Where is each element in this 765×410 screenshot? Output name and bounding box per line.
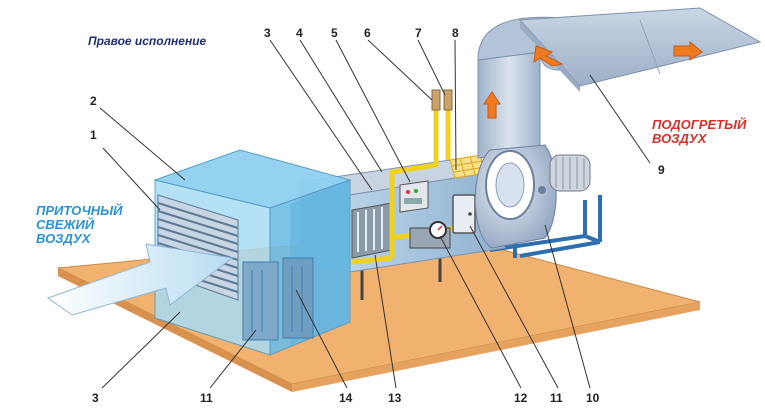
callout-11-filter: 11 (200, 391, 213, 405)
callout-5: 5 (331, 26, 338, 40)
intake-label-line-1: ПРИТОЧНЫЙ (36, 203, 123, 218)
callout-9: 9 (658, 163, 665, 177)
centrifugal-fan (474, 144, 557, 249)
cabinet-legs (360, 258, 442, 300)
callout-4: 4 (296, 26, 303, 40)
leader-lines (99, 39, 651, 389)
heated-label-line-2: ВОЗДУХ (652, 131, 707, 146)
callout-6: 6 (364, 26, 371, 40)
control-panel (399, 180, 429, 213)
burner-unit (409, 221, 451, 249)
fan-motor (549, 154, 591, 192)
callout-8: 8 (452, 26, 459, 40)
inspection-door (452, 194, 476, 234)
callout-2: 2 (90, 94, 97, 108)
callout-3-intake: 3 (92, 391, 99, 405)
chimney-pipes (431, 89, 453, 111)
callout-12: 12 (514, 391, 528, 405)
callout-3-heater: 3 (264, 26, 271, 40)
intake-arrow (46, 243, 234, 316)
diagram-title: Правое исполнение (88, 34, 207, 48)
callout-7: 7 (415, 26, 422, 40)
intake-label-line-2: СВЕЖИЙ (36, 217, 95, 232)
heat-exchanger (351, 202, 393, 259)
heated-label-line-1: ПОДОГРЕТЫЙ (652, 117, 747, 132)
callout-13: 13 (388, 391, 402, 405)
callout-1: 1 (90, 128, 97, 142)
filter-cassettes (242, 257, 314, 341)
horizontal-duct (518, 7, 762, 92)
intake-label-line-3: ВОЗДУХ (36, 231, 91, 246)
callout-14: 14 (339, 391, 353, 405)
callout-10: 10 (586, 391, 600, 405)
callout-11-door: 11 (550, 391, 563, 405)
